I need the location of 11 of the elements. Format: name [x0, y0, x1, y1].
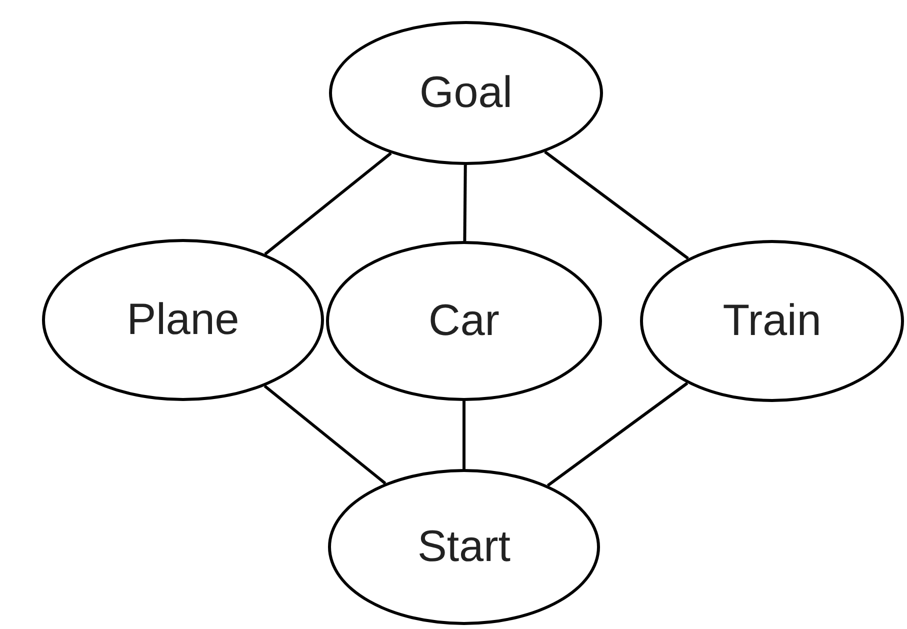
node-label: Train — [722, 295, 822, 347]
node-label: Plane — [126, 294, 240, 346]
connector-line — [546, 382, 688, 487]
connector-line — [462, 401, 466, 469]
connector-line — [264, 152, 392, 256]
node-label: Start — [418, 521, 510, 573]
connector-line — [264, 384, 386, 485]
node-label: Car — [428, 295, 500, 347]
connector-line — [463, 164, 467, 242]
node-label: Goal — [420, 67, 512, 119]
connector-line — [544, 150, 689, 260]
